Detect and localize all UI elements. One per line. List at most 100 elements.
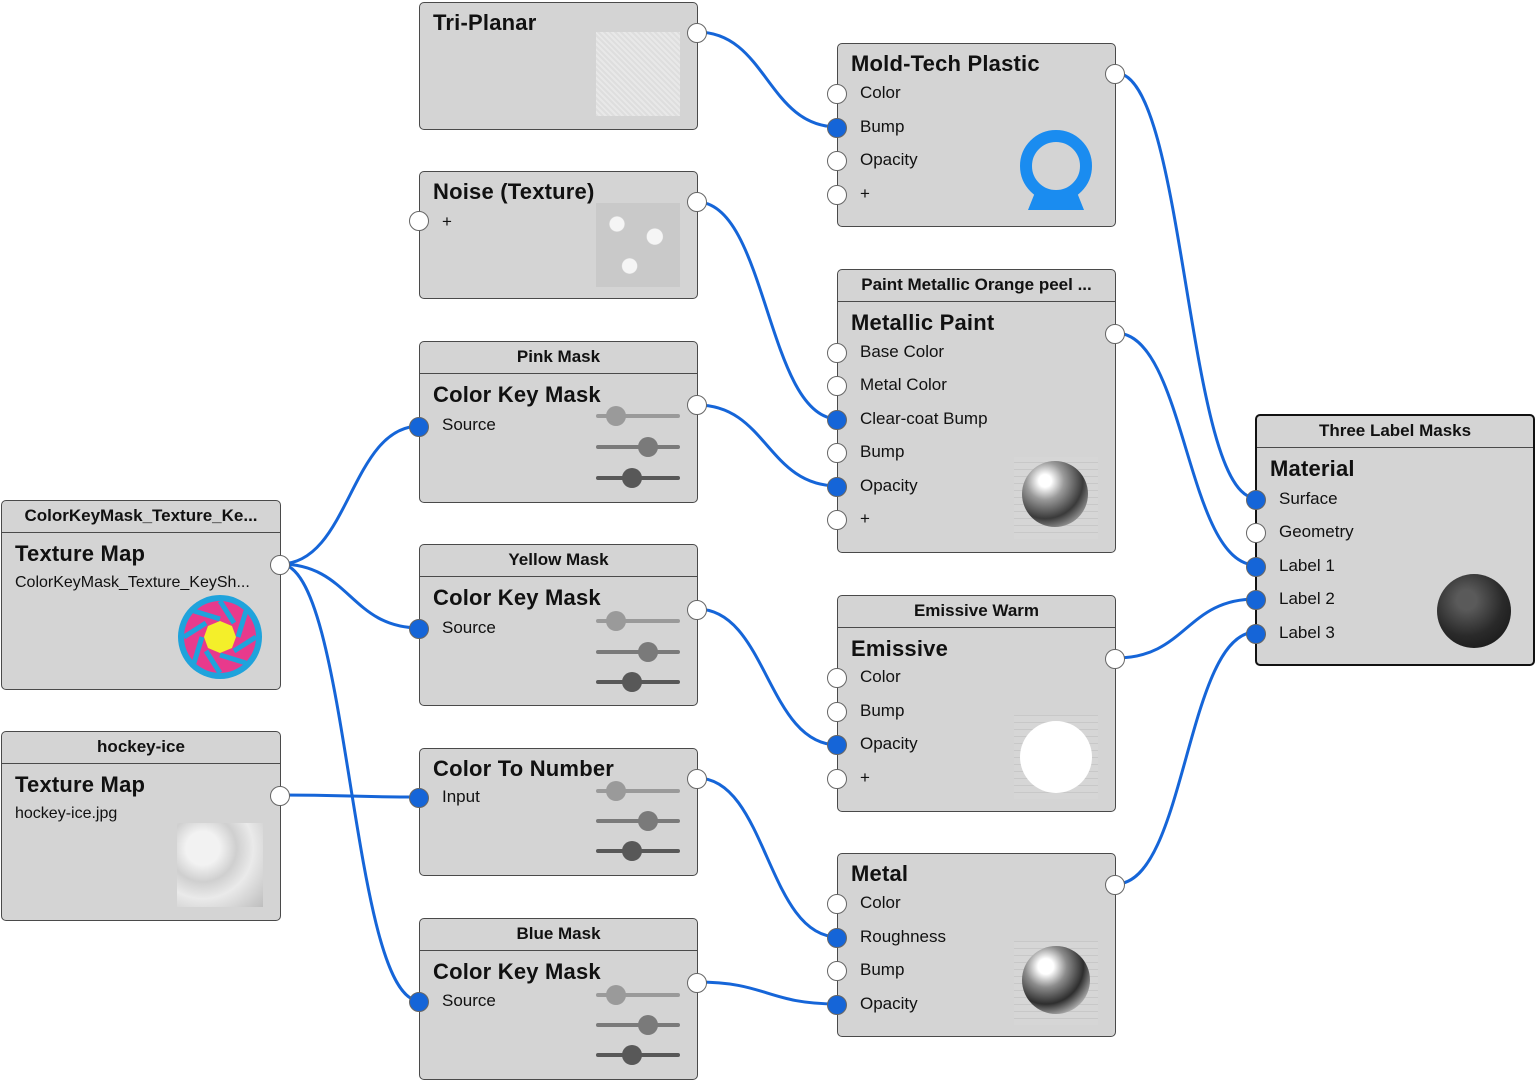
node-metal[interactable]: Metal Color Roughness Bump Opacity: [827, 853, 1125, 1037]
input-port-color[interactable]: [827, 894, 847, 914]
input-port-bump[interactable]: [827, 118, 847, 138]
port-label: Label 2: [1279, 589, 1335, 608]
output-port[interactable]: [687, 973, 707, 993]
input-port-color[interactable]: [827, 668, 847, 688]
wire-colorkey-to-pinkmask: [279, 424, 421, 566]
sliders-icon: [596, 406, 680, 488]
input-port-opacity[interactable]: [827, 995, 847, 1015]
input-port-roughness[interactable]: [827, 928, 847, 948]
node-title: Tri-Planar: [433, 10, 537, 35]
port-label: Label 1: [1279, 556, 1335, 575]
node-hockey-ice-texture-map[interactable]: hockey-ice Texture Map hockey-ice.jpg: [1, 731, 290, 921]
node-title: Material: [1270, 456, 1355, 481]
input-port-clearcoat-bump[interactable]: [827, 410, 847, 430]
output-port[interactable]: [1105, 64, 1125, 84]
port-label: Base Color: [860, 342, 945, 361]
node-title: Texture Map: [15, 772, 146, 797]
output-port[interactable]: [1105, 875, 1125, 895]
input-port-surface[interactable]: [1246, 490, 1266, 510]
node-tri-planar[interactable]: Tri-Planar: [419, 2, 707, 130]
port-label: Surface: [1279, 489, 1338, 508]
input-port-geometry[interactable]: [1246, 523, 1266, 543]
node-noise-texture[interactable]: Noise (Texture) +: [409, 171, 707, 299]
port-label: Input: [442, 787, 480, 806]
input-port-bump[interactable]: [827, 702, 847, 722]
wire-colorkey-to-yellowmask: [279, 562, 421, 630]
node-title: Mold-Tech Plastic: [851, 51, 1040, 76]
wire-triplanar-to-moldtech-bump: [696, 30, 839, 129]
input-port-label2[interactable]: [1246, 590, 1266, 610]
node-color-to-number[interactable]: Color To Number Input: [409, 748, 707, 876]
node-colorkey-texture-map[interactable]: ColorKeyMask_Texture_Ke... Texture Map C…: [1, 500, 290, 690]
node-header: Emissive Warm: [838, 596, 1115, 628]
material-sphere-thumbnail: [1437, 574, 1511, 648]
port-label: Roughness: [860, 927, 947, 946]
wire-emissive-to-material-label2: [1115, 597, 1257, 660]
input-port-source[interactable]: [409, 619, 429, 639]
node-header: Three Label Masks: [1257, 416, 1533, 448]
input-port-label1[interactable]: [1246, 557, 1266, 577]
wire-metal-to-material-label3: [1115, 630, 1257, 886]
output-port[interactable]: [687, 395, 707, 415]
node-pink-mask[interactable]: Pink Mask Color Key Mask Source: [409, 341, 707, 503]
input-port-opacity[interactable]: [827, 735, 847, 755]
port-label: +: [860, 184, 870, 203]
output-port[interactable]: [1105, 324, 1125, 344]
node-header: Pink Mask: [420, 342, 697, 374]
port-label: Color: [860, 893, 901, 912]
port-label: Geometry: [1279, 522, 1354, 541]
aperture-texture-thumbnail: [178, 595, 262, 679]
port-label: Opacity: [860, 994, 918, 1013]
texture-filename: ColorKeyMask_Texture_KeySh...: [15, 574, 250, 591]
input-port-bump[interactable]: [827, 961, 847, 981]
node-title: Metal: [851, 861, 909, 886]
input-port-base-color[interactable]: [827, 343, 847, 363]
node-blue-mask[interactable]: Blue Mask Color Key Mask Source: [409, 918, 707, 1080]
output-port[interactable]: [270, 555, 290, 575]
input-port-bump[interactable]: [827, 443, 847, 463]
input-port-add[interactable]: [827, 510, 847, 530]
chrome-sphere-thumbnail: [1014, 457, 1098, 539]
node-title: Emissive: [851, 636, 949, 661]
input-port-source[interactable]: [409, 992, 429, 1012]
input-port-opacity[interactable]: [827, 477, 847, 497]
input-port-source[interactable]: [409, 417, 429, 437]
output-port[interactable]: [270, 786, 290, 806]
input-port-input[interactable]: [409, 788, 429, 808]
sliders-icon: [596, 985, 680, 1065]
output-port[interactable]: [687, 192, 707, 212]
input-port-add[interactable]: [409, 211, 429, 231]
wire-bluemask-to-metal-opacity: [696, 980, 839, 1006]
node-title: Color Key Mask: [433, 959, 601, 984]
wire-yellowmask-to-emissive-opacity: [696, 607, 839, 747]
texture-filename: hockey-ice.jpg: [15, 805, 118, 822]
node-header: Yellow Mask: [420, 545, 697, 577]
node-emissive[interactable]: Emissive Warm Emissive Color Bump Opacit…: [827, 595, 1125, 812]
input-port-add[interactable]: [827, 769, 847, 789]
port-label: Color: [860, 83, 901, 102]
port-label: Clear-coat Bump: [860, 409, 988, 428]
port-label: Bump: [860, 701, 905, 720]
node-header: hockey-ice: [2, 732, 280, 764]
input-port-color[interactable]: [827, 84, 847, 104]
output-port[interactable]: [687, 600, 707, 620]
input-port-opacity[interactable]: [827, 151, 847, 171]
port-label: +: [442, 212, 452, 231]
wire-hockeyice-to-colortonumber: [279, 793, 421, 799]
input-port-add[interactable]: [827, 185, 847, 205]
port-label: Label 3: [1279, 623, 1335, 642]
port-label: +: [860, 768, 870, 787]
node-mold-tech-plastic[interactable]: Mold-Tech Plastic Color Bump Opacity +: [827, 43, 1125, 227]
node-metallic-paint[interactable]: Paint Metallic Orange peel ... Metallic …: [827, 269, 1125, 553]
output-port[interactable]: [687, 23, 707, 43]
node-header: ColorKeyMask_Texture_Ke...: [2, 501, 280, 533]
emissive-sphere-thumbnail: [1014, 715, 1098, 799]
output-port[interactable]: [687, 769, 707, 789]
input-port-metal-color[interactable]: [827, 376, 847, 396]
node-yellow-mask[interactable]: Yellow Mask Color Key Mask Source: [409, 544, 707, 706]
output-port[interactable]: [1105, 649, 1125, 669]
node-title: Noise (Texture): [433, 179, 595, 204]
input-port-label3[interactable]: [1246, 624, 1266, 644]
node-three-label-masks[interactable]: Three Label Masks Material Surface Geome…: [1246, 414, 1535, 666]
mold-tech-logo-icon: [1020, 130, 1092, 210]
